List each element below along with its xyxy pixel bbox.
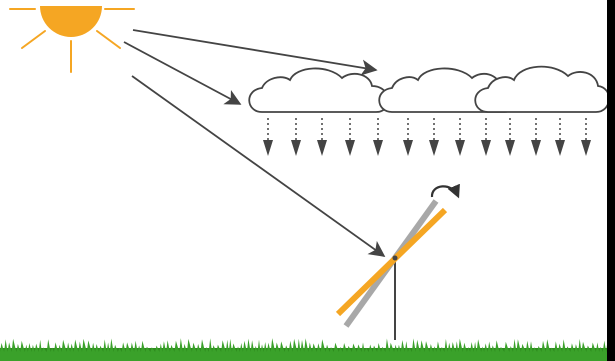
rain-drop-arrowhead [481,140,491,156]
rain-drop-arrowhead [291,140,301,156]
rain-drop-arrowhead [505,140,515,156]
rain-arrows [263,118,591,156]
cloud-left [249,68,388,112]
sun-icon [10,6,134,72]
sunlight-arrow-to-cloud-left [124,42,240,104]
rain-drop-arrowhead [317,140,327,156]
rotate-arrow-icon [432,186,458,197]
panel-pivot [393,256,398,261]
rain-drop-arrowhead [403,140,413,156]
panel-current-position [338,210,445,314]
rain-drop-arrowhead [531,140,541,156]
rain-drop-arrowhead [263,140,273,156]
rain-drop-arrowhead [581,140,591,156]
rain-drop-arrowhead [373,140,383,156]
solar-panel-tilted [338,201,445,340]
rain-drop-arrowhead [345,140,355,156]
sunlight-arrows [124,30,384,256]
sunlight-arrow-to-clouds [133,30,376,70]
cloud-right [475,67,607,112]
clouds-icon [249,67,607,112]
rain-drop-arrowhead [555,140,565,156]
rain-drop-arrowhead [455,140,465,156]
grass-ground [0,338,607,361]
rain-drop-arrowhead [429,140,439,156]
